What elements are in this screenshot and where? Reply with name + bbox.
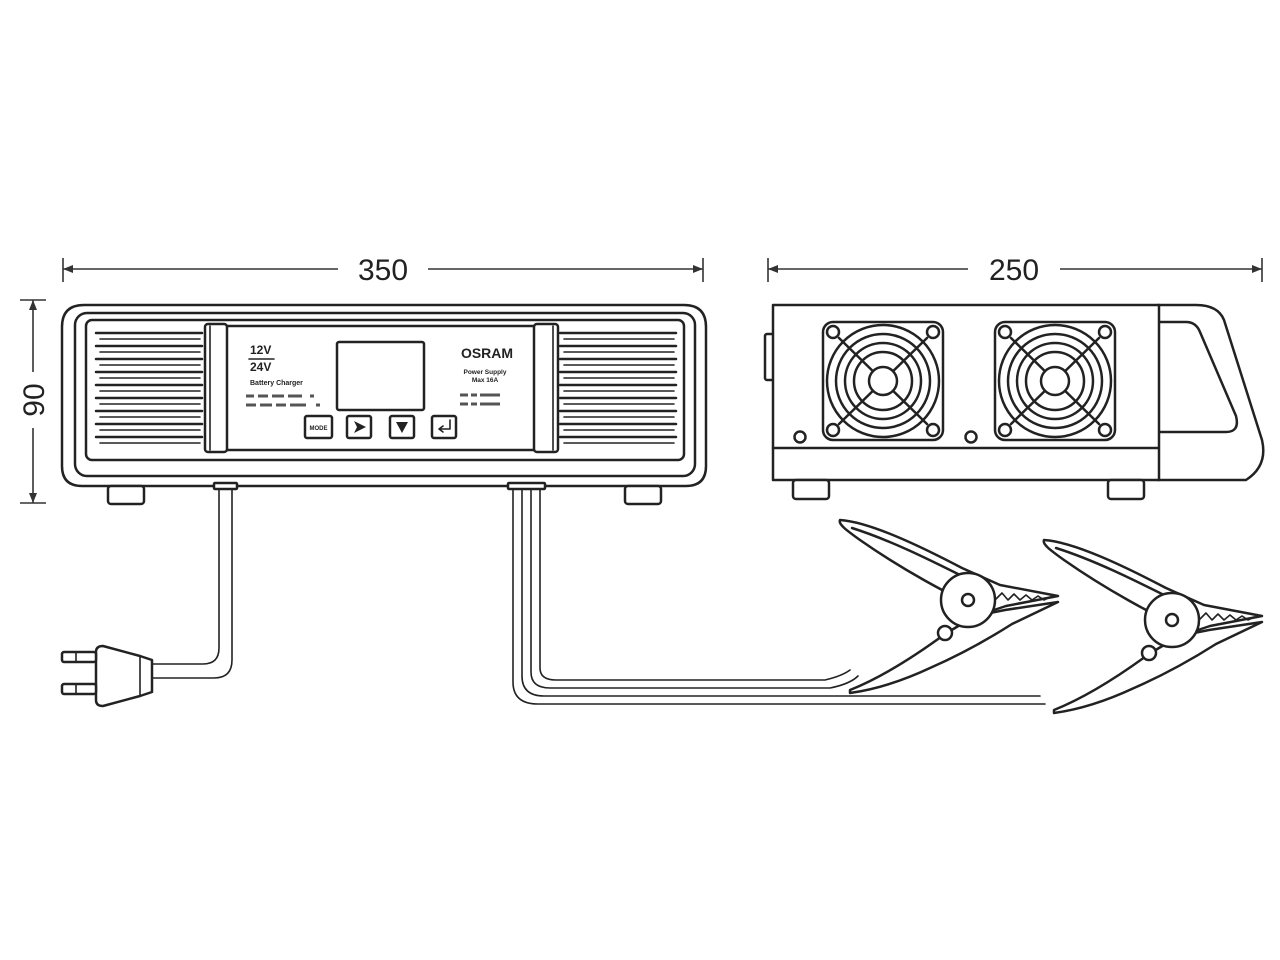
enter-icon <box>438 419 451 433</box>
next-button <box>345 414 373 440</box>
front-view: 12V 24V Battery Charger OSRAM Power Supp… <box>60 303 708 506</box>
depth-arrow-right-icon <box>1252 265 1262 273</box>
mains-cable-wire-inner <box>149 484 233 679</box>
side-view <box>763 303 1265 501</box>
fan-guard-ring <box>1015 341 1095 421</box>
side-screw-hole-2 <box>964 430 978 444</box>
fan-guard-ring <box>997 323 1113 439</box>
voltage-label-12v: 12V <box>250 343 271 357</box>
panel-post-left <box>203 322 229 454</box>
next-button-frame <box>345 414 373 440</box>
width-dimension: 350 <box>62 254 704 287</box>
plug-pin-bottom <box>60 682 98 696</box>
max-current-caption: Max 16A <box>472 377 499 384</box>
depth-dimension: 250 <box>767 254 1263 287</box>
down-button-frame <box>388 414 416 440</box>
height-dimension: 90 <box>18 299 51 504</box>
plug-pin-top <box>60 650 98 664</box>
fan-mount-hole <box>1097 422 1113 438</box>
mode-button-frame <box>303 414 334 440</box>
clamp-cable-screw <box>1140 644 1158 662</box>
plug-body <box>94 644 154 708</box>
width-arrow-right-icon <box>693 265 703 273</box>
clamp-pivot-pin <box>1164 612 1180 628</box>
fan-guard-ring <box>852 350 914 412</box>
lcd-display <box>335 340 426 412</box>
clamp-lower-jaw <box>848 600 1060 695</box>
clamp-upper-jaw-edge <box>1054 546 1168 598</box>
height-dimension-label: 90 <box>18 383 51 416</box>
clamp-pivot <box>939 571 997 629</box>
side-foot-right <box>1106 478 1146 501</box>
mode-button-label: MODE <box>310 426 328 432</box>
width-dimension-label: 350 <box>358 254 408 287</box>
mode-button: MODE <box>303 414 334 440</box>
fan-right <box>993 320 1117 442</box>
depth-dimension-label: 250 <box>989 254 1039 287</box>
front-housing-inner <box>73 311 697 478</box>
clamp-pivot <box>1143 591 1201 649</box>
side-foot-left <box>791 478 831 501</box>
clamp-teeth <box>1199 612 1255 621</box>
enter-button-frame <box>430 414 458 440</box>
front-foot-right <box>623 484 663 506</box>
front-foot-left <box>106 484 146 506</box>
fan-guard-ring <box>834 332 932 430</box>
battery-clamp-left <box>838 518 1060 695</box>
down-arrow-icon <box>396 422 408 433</box>
fan-guard-ring <box>1006 332 1104 430</box>
clamp-cables <box>512 484 1046 705</box>
clamp-cable-wire-2 <box>521 484 1041 697</box>
width-arrow-left-icon <box>63 265 73 273</box>
battery-charger-caption: Battery Charger <box>250 380 303 387</box>
clamp-cable-wire-1 <box>512 484 1046 705</box>
mains-cable-grommet <box>212 481 239 491</box>
clamp-upper-jaw-edge <box>850 526 964 578</box>
fan-mount-hole <box>997 422 1013 438</box>
depth-arrow-left-icon <box>768 265 778 273</box>
clamp-cable-grommet <box>506 481 547 491</box>
mains-cable-wire-outer <box>149 484 220 665</box>
power-supply-caption: Power Supply <box>464 369 507 376</box>
fan-mount-hole <box>997 324 1013 340</box>
side-handle-inner <box>1156 320 1239 434</box>
next-arrow-icon <box>354 421 366 433</box>
fan-hub <box>867 365 899 397</box>
mains-plug <box>60 644 154 708</box>
clamp-lower-jaw <box>1052 620 1264 715</box>
clamp-cable-screw <box>936 624 954 642</box>
panel-post-right <box>532 322 560 454</box>
clamp-teeth <box>995 592 1051 601</box>
front-grille-frame <box>84 318 686 462</box>
fan-mount-hole <box>825 324 841 340</box>
side-handle <box>1156 303 1265 482</box>
mains-cable <box>149 484 233 679</box>
fan-guard-ring <box>1024 350 1086 412</box>
height-arrow-top-icon <box>29 300 37 310</box>
vent-left <box>94 331 204 444</box>
side-screw-hole-1 <box>793 430 807 444</box>
fan-mount-hole <box>925 324 941 340</box>
fan-mount-hole <box>825 422 841 438</box>
voltage-label-24v: 24V <box>250 360 271 374</box>
vent-right <box>558 331 678 444</box>
fan-guard-ring <box>825 323 941 439</box>
fan-mount-hole <box>1097 324 1113 340</box>
clamp-cable-wire-3 <box>530 484 859 689</box>
clamp-pivot-pin <box>960 592 976 608</box>
fan-left <box>821 320 945 442</box>
fan-mount-hole <box>925 422 941 438</box>
clamp-cable-wire-4 <box>539 484 851 681</box>
brand-logo-text: OSRAM <box>461 345 513 361</box>
fan-guard-ring <box>843 341 923 421</box>
enter-button <box>430 414 458 440</box>
height-arrow-bottom-icon <box>29 493 37 503</box>
battery-clamp-right <box>1042 538 1264 715</box>
fan-hub <box>1039 365 1071 397</box>
down-button <box>388 414 416 440</box>
